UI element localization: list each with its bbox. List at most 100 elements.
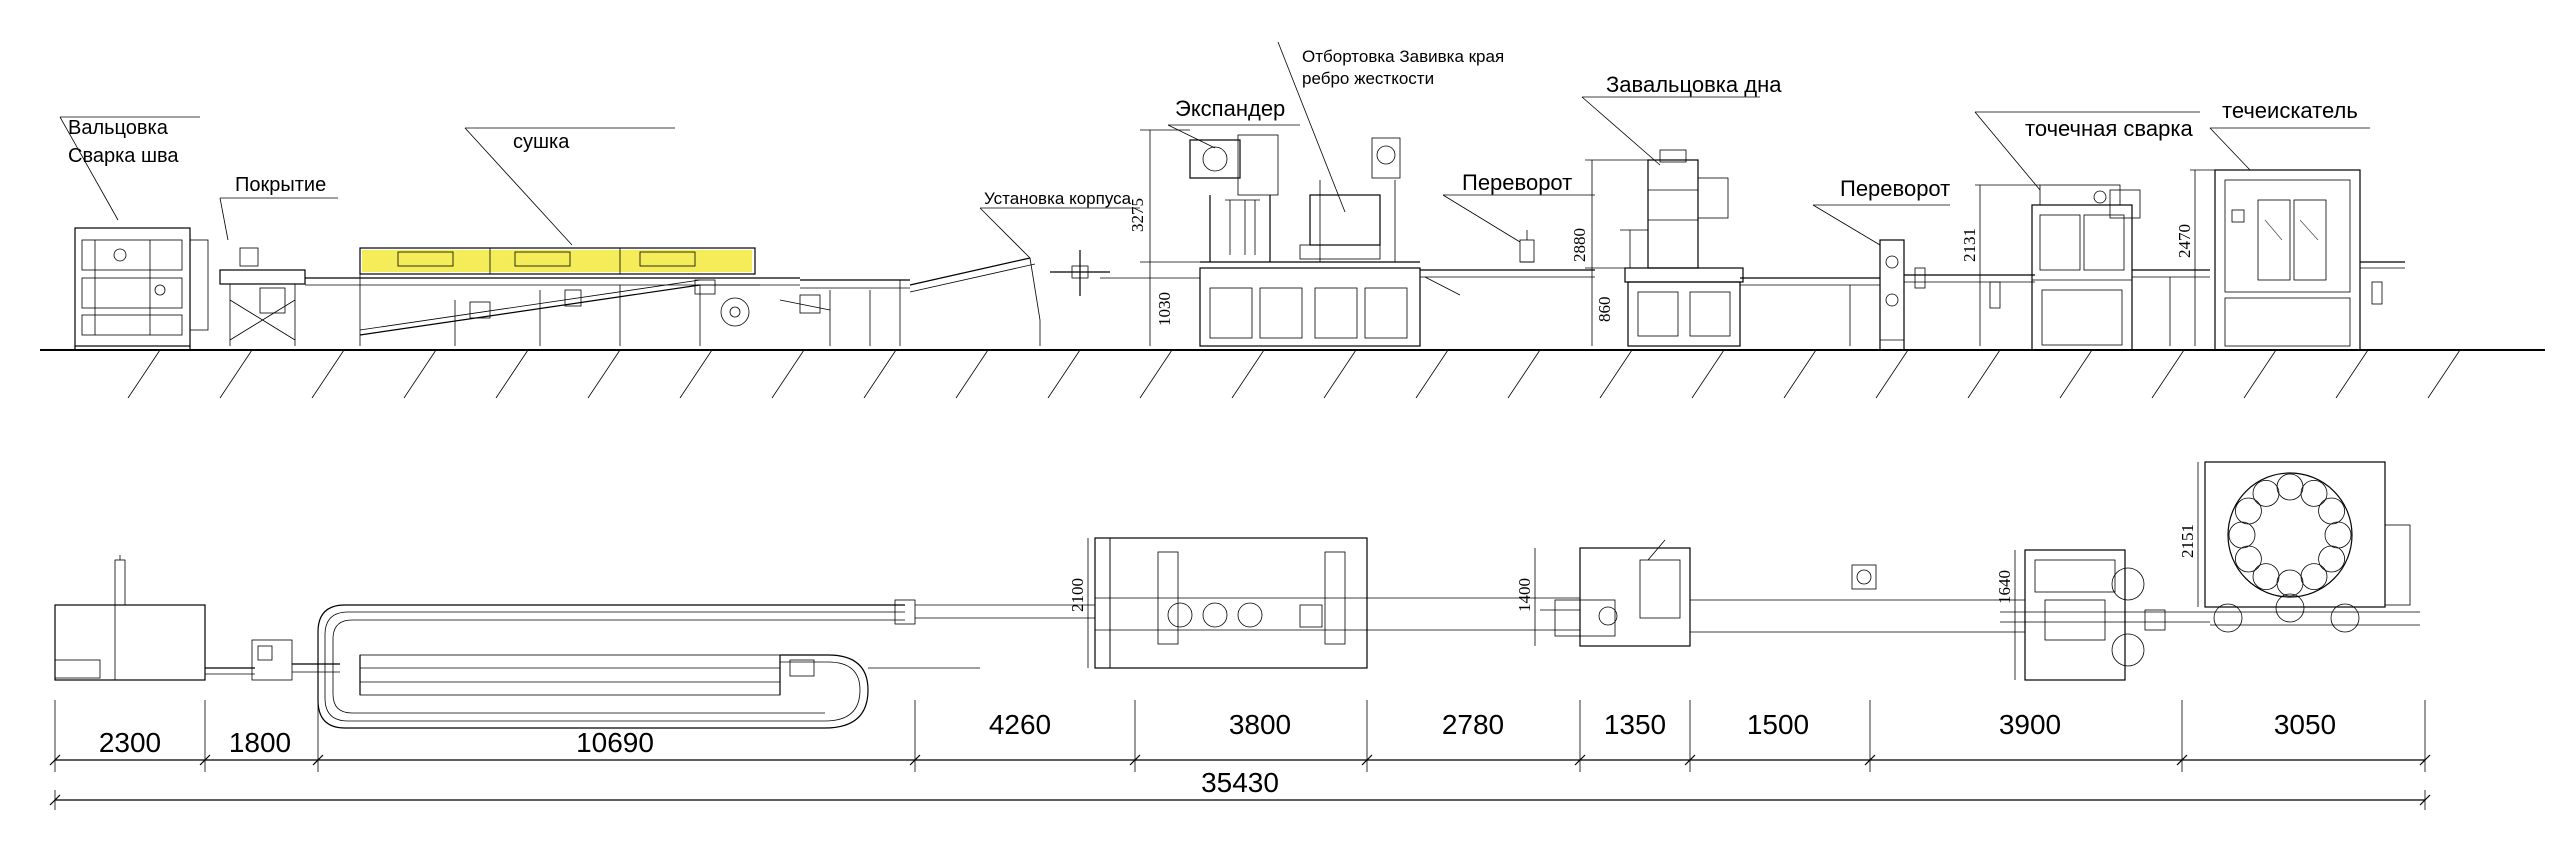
plan-width-dimensions: 2100 1400 1640 2151 <box>1068 462 2199 680</box>
label-leaders <box>59 41 2370 259</box>
ground-hatch-mark <box>2059 349 2093 399</box>
plan-transfer-line <box>915 604 1095 619</box>
ground-hatch-mark <box>771 349 805 399</box>
ground-hatch-mark <box>219 349 253 399</box>
ground-hatch-mark <box>1507 349 1541 399</box>
height-seamer-base: 860 <box>1595 297 1614 323</box>
ground-hatch-mark <box>863 349 897 399</box>
dimension-tick <box>1864 754 1876 766</box>
ground-hatch-mark <box>1599 349 1633 399</box>
label-seam-welding: Сварка шва <box>68 145 179 167</box>
plan-coating-unit <box>251 639 340 681</box>
leak-tester-machine <box>2214 169 2405 351</box>
dim-segment-3: 10690 <box>576 727 654 758</box>
label-flanging-1: Отбортовка Завивка края <box>1302 47 1504 66</box>
plan-view: 2100 1400 1640 2151 2300 1800 10690 4260… <box>49 461 2431 810</box>
bottom-seaming-machine <box>1620 149 1744 347</box>
label-spot-welding: точечная сварка <box>2025 116 2193 141</box>
ground-hatch-mark <box>1415 349 1449 399</box>
ground-hatch-mark <box>587 349 621 399</box>
total-dimension-tick <box>2419 794 2431 806</box>
dim-total-length: 35430 <box>1201 767 1279 798</box>
plan-width-expander: 2100 <box>1068 578 1087 612</box>
conveyor-2 <box>1420 269 1595 296</box>
total-dimension-tick <box>49 794 61 806</box>
dim-segment-1: 2300 <box>99 727 161 758</box>
carousel-pocket <box>2276 569 2304 597</box>
carousel-pocket <box>2300 479 2328 507</box>
ground-hatch-mark <box>1967 349 2001 399</box>
ground-hatch-mark <box>2151 349 2185 399</box>
carousel-pocket <box>2300 563 2328 590</box>
ground-hatch-mark <box>127 349 161 399</box>
carousel-pocket <box>2324 521 2352 549</box>
dimension-tick <box>1684 754 1696 766</box>
label-rolling: Вальцовка <box>68 117 169 139</box>
dimension-tick <box>909 754 921 766</box>
plan-drying-loop <box>317 599 980 729</box>
carousel-pocket <box>2318 497 2346 525</box>
carousel-pocket <box>2234 497 2262 525</box>
transfer-conveyor <box>779 257 1041 346</box>
height-spot-weld: 2131 <box>1960 228 1979 262</box>
ground-hatch-mark <box>955 349 989 399</box>
carousel-pocket <box>2276 473 2304 501</box>
height-expander-top: 3275 <box>1128 198 1147 232</box>
dim-segment-5: 3800 <box>1229 709 1291 740</box>
ground-hatching <box>127 349 2461 399</box>
ground-hatch-mark <box>1875 349 1909 399</box>
dim-segment-7: 1350 <box>1604 709 1666 740</box>
label-bottom-seaming: Завальцовка дна <box>1606 72 1782 97</box>
height-dimensions: 3275 1030 2880 860 2131 2470 <box>1128 129 2215 346</box>
plan-width-flip: 1400 <box>1515 578 1534 612</box>
dimension-tick <box>1574 754 1586 766</box>
ground-hatch-mark <box>2427 349 2461 399</box>
dim-segment-8: 1500 <box>1747 709 1809 740</box>
flip-unit-1 <box>1519 230 1535 263</box>
ground-hatch-mark <box>1323 349 1357 399</box>
ground-hatch-mark <box>1231 349 1265 399</box>
dimension-tick <box>1361 754 1373 766</box>
height-seamer-top: 2880 <box>1570 228 1589 262</box>
rolling-welding-machine <box>74 227 209 350</box>
label-flip-1: Переворот <box>1462 170 1572 195</box>
flip-unit-2 <box>1879 239 1905 351</box>
conveyor-3 <box>1740 277 1880 346</box>
dim-segment-10: 3050 <box>2274 709 2336 740</box>
label-drying: сушка <box>513 131 570 153</box>
ground-hatch-mark <box>2335 349 2369 399</box>
dimension-tick <box>312 754 324 766</box>
plan-expander-station <box>1094 537 1368 669</box>
height-leak-tester: 2470 <box>2175 224 2194 258</box>
carousel-pocket <box>2318 545 2346 573</box>
expander-station <box>1189 134 1421 347</box>
plan-leak-tester <box>2204 461 2420 633</box>
dimension-tick <box>1129 754 1141 766</box>
height-expander-base: 1030 <box>1155 292 1174 326</box>
label-expander: Экспандер <box>1175 96 1285 121</box>
ground-hatch-mark <box>495 349 529 399</box>
conveyor-4 <box>1904 267 2035 309</box>
coating-unit <box>219 247 306 346</box>
body-install-unit <box>1050 250 1200 296</box>
label-flanging-2: ребро жесткости <box>1302 69 1434 88</box>
plan-width-spot-weld: 1640 <box>1995 570 2014 604</box>
dimension-chain: 2300 1800 10690 4260 3800 2780 1350 1500… <box>49 700 2431 810</box>
plan-line-to-flip <box>1367 597 1580 631</box>
ground-hatch-mark <box>679 349 713 399</box>
carousel-pocket <box>2228 521 2256 549</box>
dim-segment-4: 4260 <box>989 709 1051 740</box>
label-leak-tester: течеискатель <box>2222 98 2358 123</box>
label-body-install: Установка корпуса <box>984 189 1132 208</box>
ground-hatch-mark <box>1139 349 1173 399</box>
dimension-tick <box>2176 754 2188 766</box>
spot-welding-machine <box>2031 184 2210 351</box>
dimension-tick <box>2419 754 2431 766</box>
plan-line-to-weld <box>1690 564 2025 633</box>
drying-highlight <box>362 250 752 272</box>
carousel-pocket <box>2234 545 2262 573</box>
ground-hatch-mark <box>403 349 437 399</box>
plan-width-leak-tester: 2151 <box>2178 524 2197 558</box>
elevation-view: 3275 1030 2880 860 2131 2470 <box>40 41 2545 399</box>
